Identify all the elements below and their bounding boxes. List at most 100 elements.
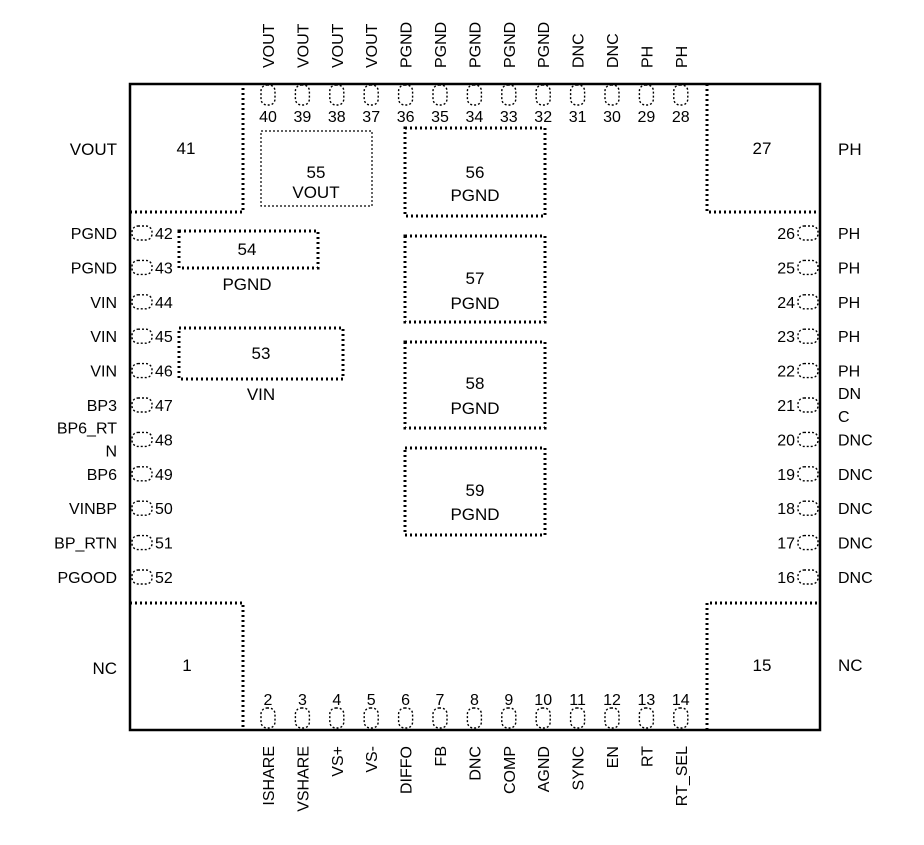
pin-pad-44 [131,294,153,310]
pin-pad-11 [569,707,586,729]
pin-name-52: PGOOD [57,570,117,587]
inner-pad-label-55: VOUT [292,183,339,202]
corner-pad-label-ph: PH [838,140,862,159]
inner-pad-56 [403,126,547,218]
inner-pad-label-58: PGND [450,399,499,418]
pin-name-39: VOUT [295,23,312,68]
pin-name-43: PGND [71,260,117,277]
pin-pad-14 [673,707,689,729]
corner-pad-label-vout: VOUT [70,140,117,159]
pin-number-4: 4 [332,692,341,709]
pin-pad-49 [131,466,153,482]
pin-pad-9 [501,707,517,729]
corner-pad-number-15: 15 [753,656,772,675]
pin-pad-22 [797,362,819,379]
pin-pad-28 [673,84,689,106]
inner-pad-57 [403,234,547,324]
pin-name-17: DNC [838,536,873,553]
pin-name-44: VIN [90,295,117,312]
inner-pad-label-53: VIN [247,385,275,404]
pin-number-3: 3 [298,692,307,709]
pin-pad-3 [294,707,311,729]
pin-pad-45 [131,328,153,344]
pin-name-4: VS+ [330,746,347,777]
pin-number-39: 39 [294,109,312,126]
pin-name-45: VIN [90,329,117,346]
pin-name-37: VOUT [364,23,381,68]
pin-number-33: 33 [500,109,518,126]
pin-number-16: 16 [777,570,795,587]
pin-pad-47 [131,397,153,413]
pin-pad-43 [131,259,153,276]
bottom-pin-row: 2ISHARE3VSHARE4VS+5VS-6DIFFO7FB8DNC9COMP… [260,692,691,812]
pin-name-16: DNC [838,570,873,587]
pin-number-23: 23 [777,329,795,346]
package-outline [128,82,822,732]
pin-number-28: 28 [672,109,690,126]
pin-pad-10 [535,707,551,729]
pin-name-6: DIFFO [399,746,416,794]
inner-pad-number-57: 57 [466,269,485,288]
pin-name-48: BP6_RT [57,420,117,437]
pin-number-40: 40 [259,109,277,126]
pin-pad-31 [569,84,586,106]
pin-number-11: 11 [569,692,586,709]
pin-name-3: VSHARE [295,746,312,812]
pin-number-31: 31 [569,109,587,126]
pin-pad-51 [131,534,153,551]
inner-pad-number-59: 59 [466,481,485,500]
pin-pad-46 [131,362,153,379]
pin-name-21: DN [838,386,861,403]
pin-number-42: 42 [155,226,173,243]
pin-pad-23 [797,328,819,344]
pin-number-9: 9 [504,692,513,709]
pin-number-20: 20 [777,432,795,449]
inner-pad-number-54: 54 [238,240,257,259]
pin-pad-5 [363,707,379,729]
inner-pad-53 [177,326,345,381]
inner-pad-label-54: PGND [222,275,271,294]
pin-name-36: PGND [399,22,416,68]
pin-number-35: 35 [431,109,449,126]
top-pin-row: 40VOUT39VOUT38VOUT37VOUT36PGND35PGND34PG… [259,22,691,126]
pin-number-43: 43 [155,260,173,277]
pin-pad-36 [397,84,414,106]
pin-number-7: 7 [436,692,445,709]
pin-number-22: 22 [777,364,795,381]
pin-number-47: 47 [155,398,173,415]
pin-number-29: 29 [638,109,656,126]
pin-number-44: 44 [155,295,173,312]
pin-number-6: 6 [401,692,410,709]
inner-pad-59 [403,446,547,537]
pin-pad-24 [797,294,819,310]
pin-pad-48 [131,431,153,448]
pin-name-28: PH [674,46,691,68]
inner-pad-number-53: 53 [252,344,271,363]
pin-name-31: DNC [571,33,588,68]
pin-name-47: BP3 [87,398,117,415]
pin-pad-30 [604,84,620,106]
pin-name-24: PH [838,295,860,312]
pin-name-34: PGND [467,22,484,68]
pin-number-19: 19 [777,467,795,484]
pin-name-8: DNC [467,746,484,781]
pin-number-45: 45 [155,329,173,346]
pin-name-13: RT [639,746,656,767]
pin-number-25: 25 [777,260,795,277]
pin-name-40: VOUT [261,23,278,68]
pin-number-46: 46 [155,364,173,381]
pin-number-51: 51 [155,536,173,553]
corner-pad-number-27: 27 [753,139,772,158]
pin-pad-13 [638,707,655,729]
pin-number-34: 34 [466,109,484,126]
pin-number-24: 24 [777,295,795,312]
pin-name-50: VINBP [69,501,117,518]
pin-pad-50 [131,500,153,516]
pin-name-19: DNC [838,467,873,484]
pin-pad-12 [604,707,620,729]
inner-pad-label-59: PGND [450,505,499,524]
pin-number-14: 14 [672,692,690,709]
pin-pad-4 [329,707,345,729]
pin-number-26: 26 [777,226,795,243]
pin-name-38: VOUT [330,23,347,68]
